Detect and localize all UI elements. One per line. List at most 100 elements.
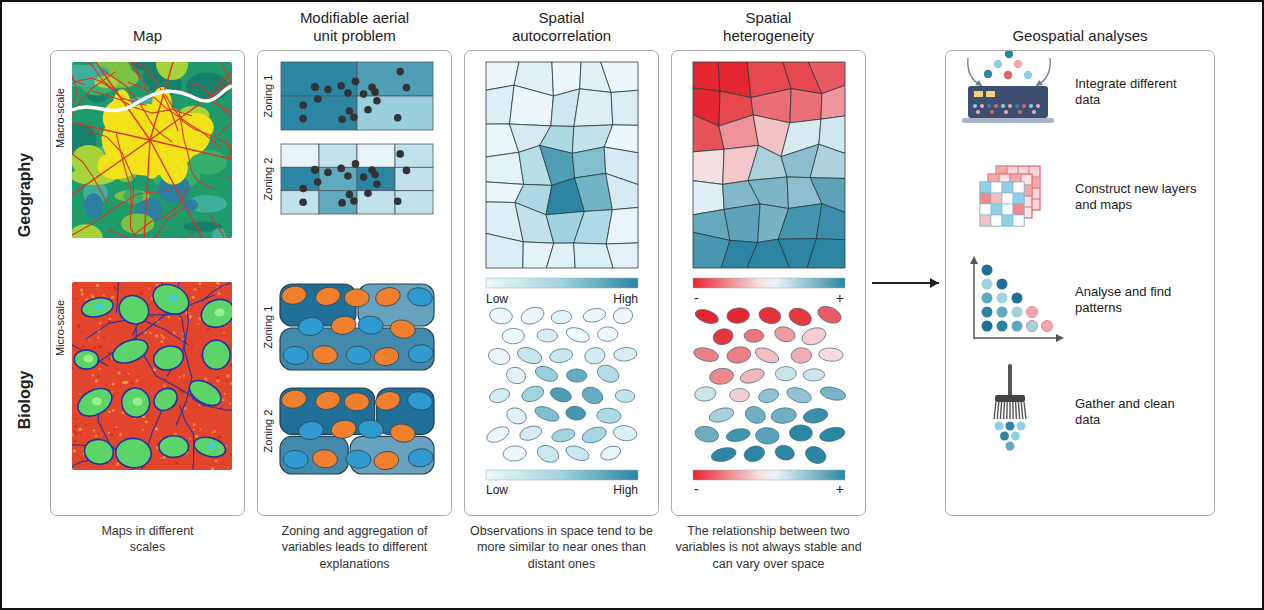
tissue-texture [103,294,105,296]
tissue-texture [81,292,84,295]
point [352,78,360,86]
zone-cell [395,167,433,190]
tissue-texture [183,374,186,377]
point [403,84,411,92]
area-polygon [574,89,613,127]
tissue-texture [131,382,133,384]
point [337,82,345,90]
cell [819,385,847,403]
chart-axis [974,262,1058,338]
area-polygon [611,90,638,125]
urban-area [97,152,136,179]
cell [818,347,843,362]
point [337,165,345,173]
zone-cell [395,144,433,167]
bristle [1015,402,1017,419]
tissue-texture [195,435,198,438]
tissue-texture [89,338,91,340]
scale-end-label: High [613,292,638,306]
land-patch [121,214,154,234]
cell [757,306,782,326]
panel: Geospatial analyses [945,50,1215,516]
point [299,101,307,109]
tissue-texture [99,322,102,325]
cell [389,422,417,444]
cell [297,316,324,337]
scale-label: Macro-scale [54,88,67,148]
cell [345,345,371,365]
scale-end-label: Low [486,292,508,306]
nucleus [168,294,178,302]
bristle [1018,402,1019,419]
data-dot [1012,293,1023,304]
tissue-texture [95,435,98,438]
data-dot [1004,110,1008,114]
zoning-label: Zoning 1 [262,306,275,349]
tissue-texture [77,324,81,328]
cell [582,307,607,324]
cell [711,327,735,347]
road [150,69,232,140]
point [346,107,354,115]
cell [533,404,561,424]
zone-cell [357,191,395,214]
cell [312,449,339,470]
point [324,86,332,94]
cell [785,385,813,406]
flow-arrow [968,58,982,86]
tissue-texture [75,418,77,420]
data-dot [1006,422,1015,431]
tissue-texture [184,407,187,410]
data-dot [995,422,1004,431]
tissue-texture [93,346,96,349]
tissue-texture [149,331,152,334]
cell [802,407,829,425]
cell [549,385,574,404]
tissue-texture [126,372,130,376]
cell [314,389,342,412]
cell [818,425,846,444]
tissue-texture [110,433,113,436]
cell [373,389,402,413]
bristle [1003,402,1005,419]
point [299,185,307,193]
cell [504,365,528,386]
tissue-texture [161,340,164,343]
cell [202,340,230,370]
cell [583,346,606,366]
road [91,91,192,116]
data-dot [1012,321,1023,332]
panel: Spatial heterogeneityThe relationship be… [671,50,866,516]
tissue-texture [148,288,150,290]
cell [344,393,369,411]
tissue-texture [229,402,232,405]
tissue-texture [226,374,229,377]
cell [790,425,813,441]
point [371,88,379,96]
cell [407,448,434,469]
cell [726,307,750,324]
tissue-texture [151,424,153,426]
point [311,166,319,174]
cell [692,346,719,364]
cell [708,405,736,424]
tissue-texture [230,364,232,367]
layer-cell [980,182,991,193]
data-dot [1036,104,1040,108]
data-dot [1008,104,1012,108]
tissue-texture [163,385,166,388]
point [364,106,372,114]
point [350,197,358,205]
point [324,169,332,177]
tissue-texture [111,391,113,393]
point [396,150,404,158]
layer-cell [991,193,1002,204]
layer-cell [1013,193,1024,204]
data-dot [1015,104,1019,108]
cell [803,368,825,381]
tissue-texture [207,328,210,331]
cell [775,366,796,381]
data-dot [997,321,1008,332]
point [314,95,322,103]
